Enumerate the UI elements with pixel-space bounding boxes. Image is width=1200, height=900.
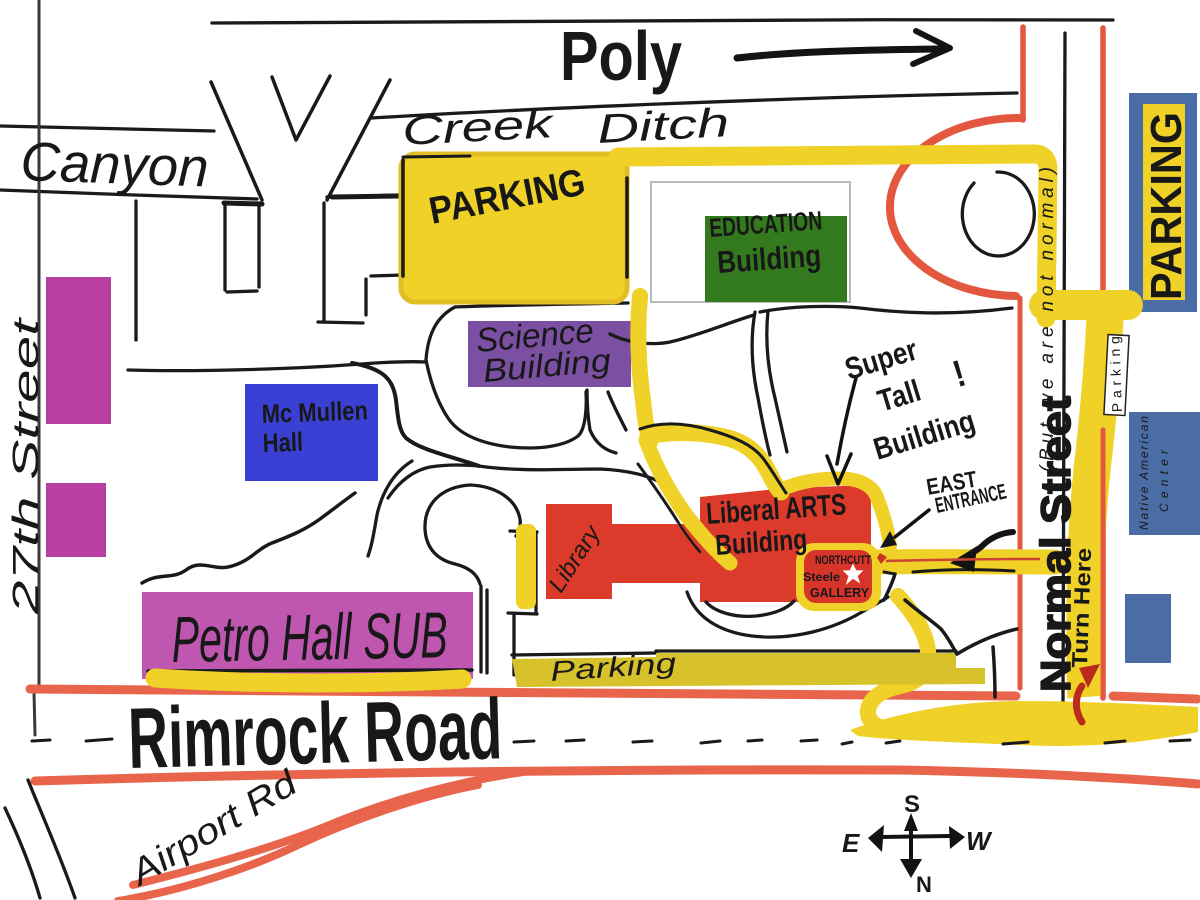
svg-text:PARKING: PARKING xyxy=(1143,112,1191,300)
svg-text:Hall: Hall xyxy=(262,428,303,459)
svg-text:Petro Hall SUB: Petro Hall SUB xyxy=(171,600,448,677)
svg-text:Ditch: Ditch xyxy=(596,99,730,151)
svg-text:S: S xyxy=(904,791,920,818)
svg-text:Rimrock Road: Rimrock Road xyxy=(127,681,503,787)
svg-text:Parking: Parking xyxy=(1106,336,1125,413)
svg-text:Steele: Steele xyxy=(803,570,840,584)
svg-text:Canyon: Canyon xyxy=(20,130,210,198)
svg-text:Turn Here: Turn Here xyxy=(1067,547,1096,668)
svg-text:E: E xyxy=(842,828,860,858)
svg-text:Building: Building xyxy=(714,523,808,562)
svg-text:Native American: Native American xyxy=(1137,416,1151,530)
svg-text:Center: Center xyxy=(1157,449,1171,512)
svg-text:Building: Building xyxy=(716,239,822,281)
svg-text:NORTHCUTT: NORTHCUTT xyxy=(815,553,872,567)
svg-text:(But we are not normal): (But we are not normal) xyxy=(1037,167,1058,472)
svg-text:W: W xyxy=(966,826,993,856)
svg-text:N: N xyxy=(916,872,932,897)
svg-text:Creek: Creek xyxy=(401,100,557,154)
svg-text:27th Street: 27th Street xyxy=(6,316,46,616)
svg-text:GALLERY: GALLERY xyxy=(810,585,869,600)
svg-text:Normal Street: Normal Street xyxy=(1032,396,1079,692)
svg-text:Poly: Poly xyxy=(560,17,682,95)
svg-text:Mc Mullen: Mc Mullen xyxy=(261,396,368,429)
